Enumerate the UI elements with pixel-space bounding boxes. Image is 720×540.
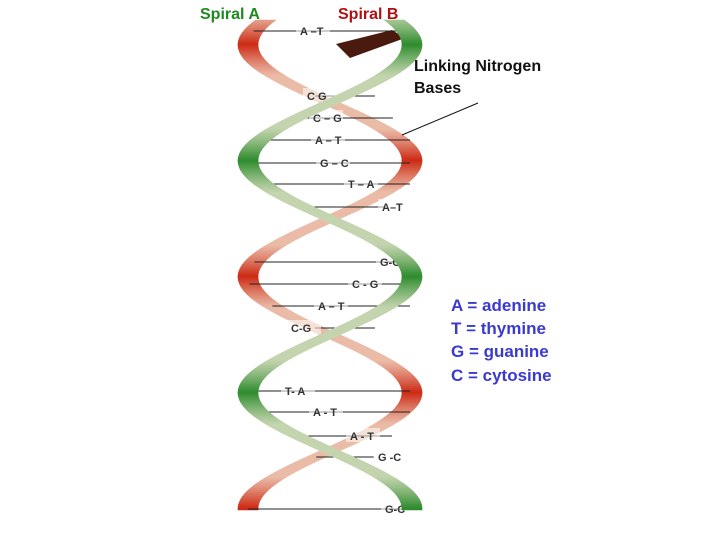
- spiral-a-title: Spiral A: [200, 6, 260, 23]
- base-pair-label: A – T: [318, 301, 345, 313]
- base-pair-label-bg: [309, 110, 343, 124]
- legend-thymine: T = thymine: [451, 319, 546, 338]
- base-pair-label-bg: [346, 428, 380, 442]
- base-pair-label: G-C: [385, 504, 405, 516]
- spiral-b-title: Spiral B: [338, 6, 398, 23]
- legend-guanine: G = guanine: [451, 342, 549, 361]
- base-pair-label: C-G: [291, 323, 311, 335]
- base-pair-label-bg: [314, 298, 348, 312]
- callout-line-1: Linking Nitrogen: [414, 58, 541, 75]
- legend-cytosine: C = cytosine: [451, 366, 552, 385]
- base-pair-label: C G: [307, 91, 327, 103]
- spiral-b-top-end: [336, 30, 405, 58]
- base-pair-label: C – G: [313, 113, 342, 125]
- base-pair-label: G -C: [378, 452, 401, 464]
- base-pair-label: A–T: [382, 202, 403, 214]
- base-pair-label-bg: [311, 132, 345, 146]
- base-pair-label-bg: [348, 276, 382, 290]
- base-pair-label-bg: [303, 88, 337, 102]
- base-pair-label-bg: [287, 320, 321, 334]
- base-pair-label-bg: [374, 449, 408, 463]
- base-pair-label-bg: [344, 176, 378, 190]
- base-pair-label-bg: [378, 199, 412, 213]
- base-pair-label: A – T: [315, 135, 342, 147]
- base-pair-label: A - T: [313, 407, 337, 419]
- base-pair-label: G – C: [320, 158, 349, 170]
- callout-line-2: Bases: [414, 80, 461, 97]
- base-pair-label: T- A: [285, 386, 305, 398]
- base-pair-label-bg: [281, 383, 315, 397]
- legend-adenine: A = adenine: [451, 296, 546, 315]
- base-pair-rungs: A –T C G C – G A – T G – C T – A A–T G-C C - G A …: [248, 23, 415, 516]
- base-pair-label: T – A: [348, 179, 375, 191]
- spiral-a-segment: [401, 507, 423, 511]
- base-pair-label-bg: [316, 155, 350, 169]
- spiral-a-strand: [237, 19, 423, 511]
- base-pair-label-bg: [309, 404, 343, 418]
- base-pair-label-bg: [296, 23, 330, 37]
- base-pair-label: A - T: [350, 431, 374, 443]
- base-pair-label: C - G: [352, 279, 378, 291]
- callout-pointer: [401, 102, 479, 136]
- base-pair-label: A –T: [300, 26, 324, 38]
